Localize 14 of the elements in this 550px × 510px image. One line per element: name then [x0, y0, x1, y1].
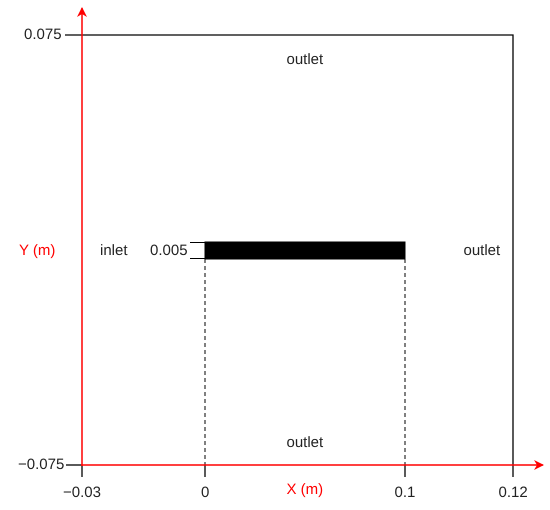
axis-tick-label: 0.12 — [498, 484, 528, 502]
boundary-label: outlet — [464, 242, 500, 260]
plate-bar — [204, 242, 406, 260]
dimension-label: 0.005 — [150, 242, 188, 260]
axis-title: Y (m) — [19, 242, 56, 260]
axis-tick-label: 0.1 — [394, 484, 416, 502]
axis-tick-label: 0 — [201, 484, 210, 502]
axis-title: X (m) — [286, 481, 324, 499]
boundary-label: outlet — [286, 51, 324, 69]
boundary-label: inlet — [100, 242, 128, 260]
axis-tick-label: −0.03 — [63, 484, 101, 502]
axis-tick-label: −0.075 — [18, 456, 64, 474]
axis-tick-label: 0.075 — [24, 26, 62, 44]
boundary-label: outlet — [286, 434, 324, 452]
